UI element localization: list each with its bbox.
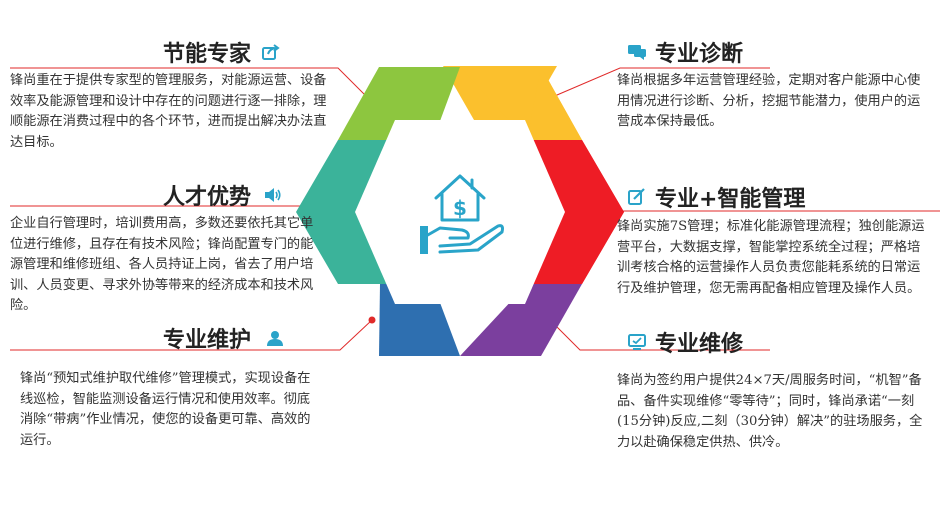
block-expert-title: 节能专家: [163, 36, 281, 68]
share-icon: [261, 42, 281, 62]
block-diagnosis-text: 锋尚根据多年运营管理经验，定期对客户能源中心使用情况进行诊断、分析，挖掘节能潜力…: [617, 73, 921, 129]
speaker-icon: [263, 185, 283, 205]
dot-maintenance: [368, 316, 376, 324]
block-smart-text: 锋尚实施7S管理；标准化能源管理流程；独创能源运营平台，大数据支撑，智能掌控系统…: [617, 219, 925, 296]
block-talent-title: 人才优势: [163, 179, 283, 211]
expert-title-text: 节能专家: [163, 42, 252, 67]
connector-diagnosis: [549, 67, 770, 99]
connector-repair: [547, 317, 770, 351]
screen-icon: [627, 332, 647, 352]
block-smart-title: 专业+智能管理: [627, 181, 805, 213]
block-diagnosis-title: 专业诊断: [627, 36, 743, 68]
inner-hexagon: [355, 120, 565, 304]
talent-title-text: 人才优势: [163, 185, 252, 210]
edit-icon: [627, 187, 647, 207]
block-expert-text: 锋尚重在于提供专家型的管理服务，对能源运营、设备效率及能源管理和设计中存在的问题…: [10, 73, 327, 150]
block-maintenance-text: 锋尚“预知式维护取代维修”管理模式，实现设备在线巡检，智能监测设备运行情况和使用…: [20, 371, 311, 448]
repair-title-text: 专业维修: [655, 332, 744, 357]
connector-expert: [10, 67, 373, 103]
maintenance-title-text: 专业维护: [163, 328, 252, 353]
svg-text:$: $: [453, 196, 467, 220]
block-repair-title: 专业维修: [627, 326, 743, 358]
user-icon: [265, 328, 285, 348]
block-talent-text: 企业自行管理时，培训费用高，多数还要依托其它单位进行维修，且存在有技术风险；锋尚…: [10, 216, 314, 313]
chat-icon: [627, 42, 647, 62]
smart-title-text: 专业+智能管理: [655, 187, 806, 212]
block-maintenance-title: 专业维护: [163, 322, 285, 354]
segment-purple: [460, 284, 582, 356]
connector-maintenance: [10, 319, 373, 351]
block-repair-text: 锋尚为签约用户提供24×7天/周服务时间，“机智”备品、备件实现维修“零等待”；…: [617, 373, 923, 450]
segment-teal: [296, 140, 393, 284]
diagnosis-title-text: 专业诊断: [655, 42, 744, 67]
